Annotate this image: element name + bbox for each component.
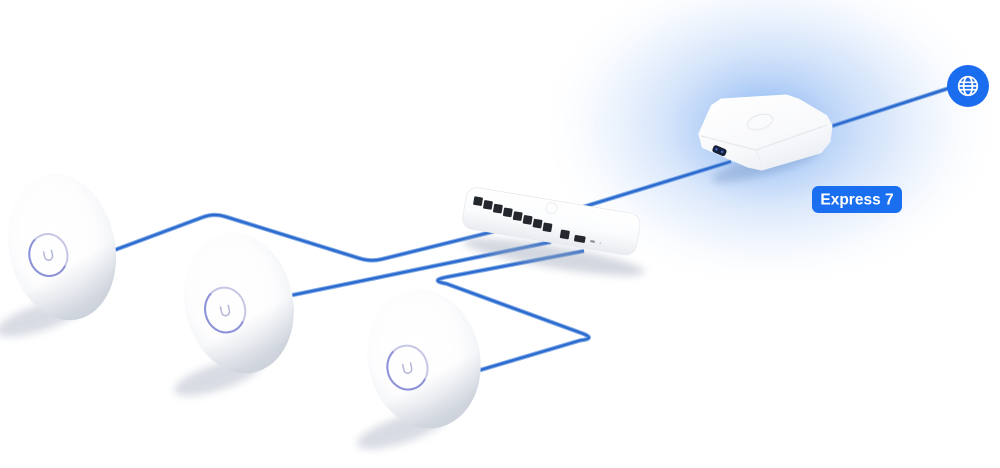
cable-gateway-to-internet [819,85,952,133]
access-point-1 [7,173,117,321]
ap3-led-ring-accent [386,344,429,391]
sfp-port [574,234,586,243]
gateway-front-edge [755,149,763,167]
ap1-shading [7,173,117,321]
uplink-port [559,229,570,240]
status-led [599,242,602,245]
gateway-logo-circle [746,113,774,131]
switch-shadow [463,238,645,276]
internet-globe [947,65,989,107]
ubiquiti-u-icon [219,304,231,317]
cable-ap1-to-switch [110,211,521,264]
cable-ap3-to-switch [434,247,593,375]
gateway-body [698,94,833,171]
switch-logo-circle [545,201,558,215]
gateway-express-7 [698,94,833,171]
ubiquiti-u-icon [401,362,413,374]
access-point-3 [367,289,481,429]
gateway-display [712,145,727,157]
badge-label: Express 7 [820,192,893,209]
switch-body [462,187,641,256]
ethernet-ports [473,196,602,245]
ap1-led-ring-accent [28,233,69,277]
ap2-shading [184,232,294,374]
cable-switch-to-gateway [569,159,732,214]
poe-switch [462,187,641,256]
ubiquiti-u-icon [42,249,54,261]
ap3-shading [367,289,481,429]
access-point-2 [184,232,294,374]
badge-background [812,186,902,213]
globe-icon [957,75,979,97]
express7-badge: Express 7 [812,186,902,213]
ap2-led-ring-accent [204,286,247,334]
usb-c-port [590,240,596,243]
